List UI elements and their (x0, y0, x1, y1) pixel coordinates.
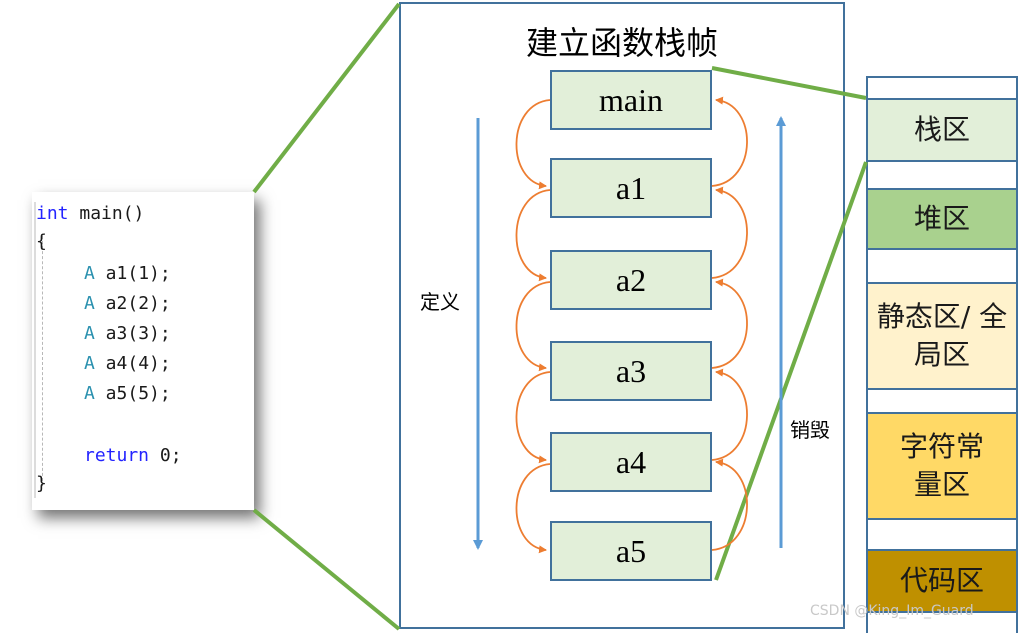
code-line-3: A a1(1); (84, 264, 171, 284)
code-fold-margin (34, 202, 36, 498)
stack-box-a3: a3 (550, 341, 712, 401)
destruct-arrow-3 (711, 278, 748, 369)
code-keyword: int (36, 203, 69, 224)
code-text: a2(2); (94, 293, 171, 314)
destruct-arrow-5 (711, 96, 748, 187)
watermark: CSDN @King_Im_Guard (810, 603, 974, 619)
destruct-arrow-1 (711, 458, 748, 551)
code-text: { (36, 231, 47, 252)
code-text: a5(5); (94, 383, 171, 404)
memory-region-stack: 栈区 (866, 98, 1018, 162)
code-text: a4(4); (94, 353, 171, 374)
code-type: A (84, 263, 95, 284)
memory-region-heap: 堆区 (866, 188, 1018, 250)
memory-region-label: 栈区 (913, 113, 970, 146)
code-text: a3(3); (94, 323, 171, 344)
stack-map-line-bottom (714, 161, 868, 581)
stack-box-a2: a2 (550, 250, 712, 310)
stack-map-line-top (711, 66, 867, 100)
memory-region-label: 字符常 量区 (899, 430, 984, 501)
construct-arrow-5 (515, 463, 551, 554)
construct-arrow-2 (515, 189, 551, 282)
stack-box-a4: a4 (550, 432, 712, 492)
code-line-9: } (36, 474, 47, 494)
code-line-8: return 0; (84, 446, 182, 466)
destroy-label: 销毁 (790, 418, 830, 442)
memory-region-label: 静态区/ 全局区 (876, 300, 1008, 371)
stack-box-a5: a5 (550, 521, 712, 581)
memory-region-label: 代码区 (899, 564, 984, 597)
construct-arrow-1 (515, 99, 551, 190)
destruct-arrow-2 (711, 368, 748, 461)
frame-title: 建立函数栈帧 (525, 24, 718, 62)
memory-region-label: 堆区 (913, 202, 970, 235)
code-text: 0; (149, 445, 182, 466)
memory-region-static: 静态区/ 全局区 (866, 282, 1018, 390)
zoom-line-bottom (252, 508, 401, 631)
memory-region-code: 代码区 (866, 549, 1018, 613)
indent-guide (42, 236, 43, 486)
stack-box-main: main (550, 70, 712, 130)
stack-box-a1: a1 (550, 158, 712, 218)
destruct-arrow-4 (711, 186, 748, 279)
code-text: } (36, 473, 47, 494)
code-type: A (84, 383, 95, 404)
code-type: A (84, 293, 95, 314)
code-text: a1(1); (94, 263, 171, 284)
code-line-7: A a5(5); (84, 384, 171, 404)
code-line-6: A a4(4); (84, 354, 171, 374)
code-text: main() (68, 203, 145, 224)
code-line-4: A a2(2); (84, 294, 171, 314)
zoom-line-top (252, 2, 401, 194)
code-keyword: return (84, 445, 150, 466)
define-label: 定义 (420, 290, 460, 314)
code-line-5: A a3(3); (84, 324, 171, 344)
code-line-1: int main() (36, 204, 144, 224)
construct-arrow-3 (515, 281, 551, 372)
code-type: A (84, 353, 95, 374)
code-type: A (84, 323, 95, 344)
code-snippet-card: int main() { A a1(1); A a2(2); A a3(3); … (32, 192, 254, 510)
memory-region-const: 字符常 量区 (866, 412, 1018, 520)
construct-arrow-4 (515, 371, 551, 464)
code-line-2: { (36, 232, 47, 252)
